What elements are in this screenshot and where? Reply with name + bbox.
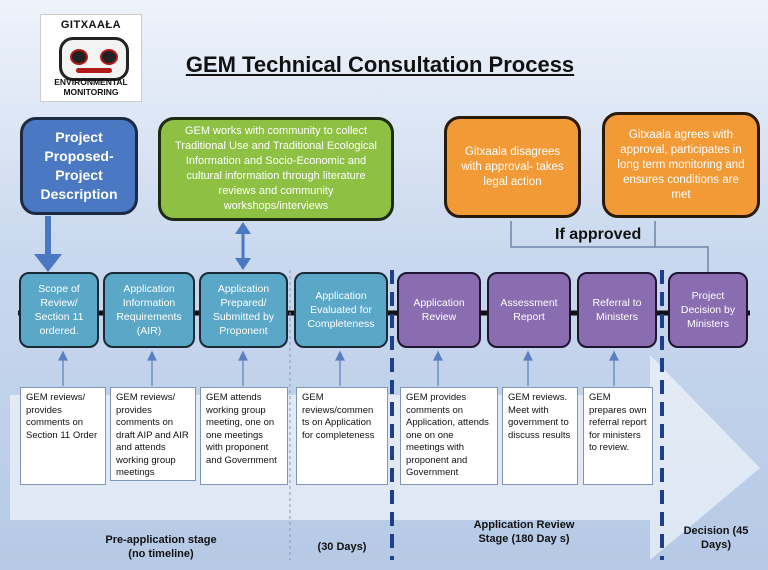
note-completeness: GEM reviews/commen ts on Application for… xyxy=(296,387,388,485)
logo-emblem-icon xyxy=(59,37,129,81)
gem-collect-box: GEM works with community to collect Trad… xyxy=(158,117,394,221)
logo-subtitle: ENVIRONMENTAL MONITORING xyxy=(54,77,128,97)
note-section-11: GEM reviews/ provides comments on Sectio… xyxy=(20,387,106,485)
note-application-prepared: GEM attends working group meeting, one o… xyxy=(200,387,288,485)
step-application-review: Application Review xyxy=(397,272,481,348)
gitxaala-disagrees-box: Gitxaala disagrees with approval- takes … xyxy=(444,116,581,218)
stage-decision: Decision (45 Days) xyxy=(683,525,749,551)
note-assessment-report: GEM reviews. Meet with government to dis… xyxy=(502,387,578,485)
step-scope-of-review: Scope of Review/ Section 11 ordered. xyxy=(19,272,99,348)
gitxaala-logo: GITXAAŁA ENVIRONMENTAL MONITORING xyxy=(40,14,142,102)
step-application-evaluated: Application Evaluated for Completeness xyxy=(294,272,388,348)
step-application-prepared: Application Prepared/ Submitted by Propo… xyxy=(199,272,288,348)
approval-bracket-line xyxy=(510,221,709,272)
step-referral-to-ministers: Referral to Ministers xyxy=(577,272,657,348)
note-air: GEM reviews/ provides comments on draft … xyxy=(110,387,196,481)
note-application-review: GEM provides comments on Application, at… xyxy=(400,387,498,485)
green-up-arrowhead xyxy=(235,222,251,234)
green-down-arrowhead xyxy=(235,258,251,270)
note-referral: GEM prepares own referral report for min… xyxy=(583,387,653,485)
stage-application-review: Application Review Stage (180 Day s) xyxy=(473,519,575,545)
stage-pre-application: Pre-application stage (no timeline) xyxy=(105,534,217,560)
diagram-title: GEM Technical Consultation Process xyxy=(185,52,575,77)
project-proposed-box: Project Proposed- Project Description xyxy=(20,117,138,215)
gitxaala-agrees-box: Gitxaala agrees with approval, participa… xyxy=(602,112,760,218)
logo-org-name: GITXAAŁA xyxy=(60,19,122,31)
step-application-info-requirements: Application Information Requirements (AI… xyxy=(103,272,195,348)
stage-thirty-days: (30 Days) xyxy=(317,541,367,553)
if-approved-label: If approved xyxy=(555,226,642,243)
step-project-decision: Project Decision by Ministers xyxy=(668,272,748,348)
project-down-arrow xyxy=(34,254,62,272)
step-assessment-report: Assessment Report xyxy=(487,272,571,348)
